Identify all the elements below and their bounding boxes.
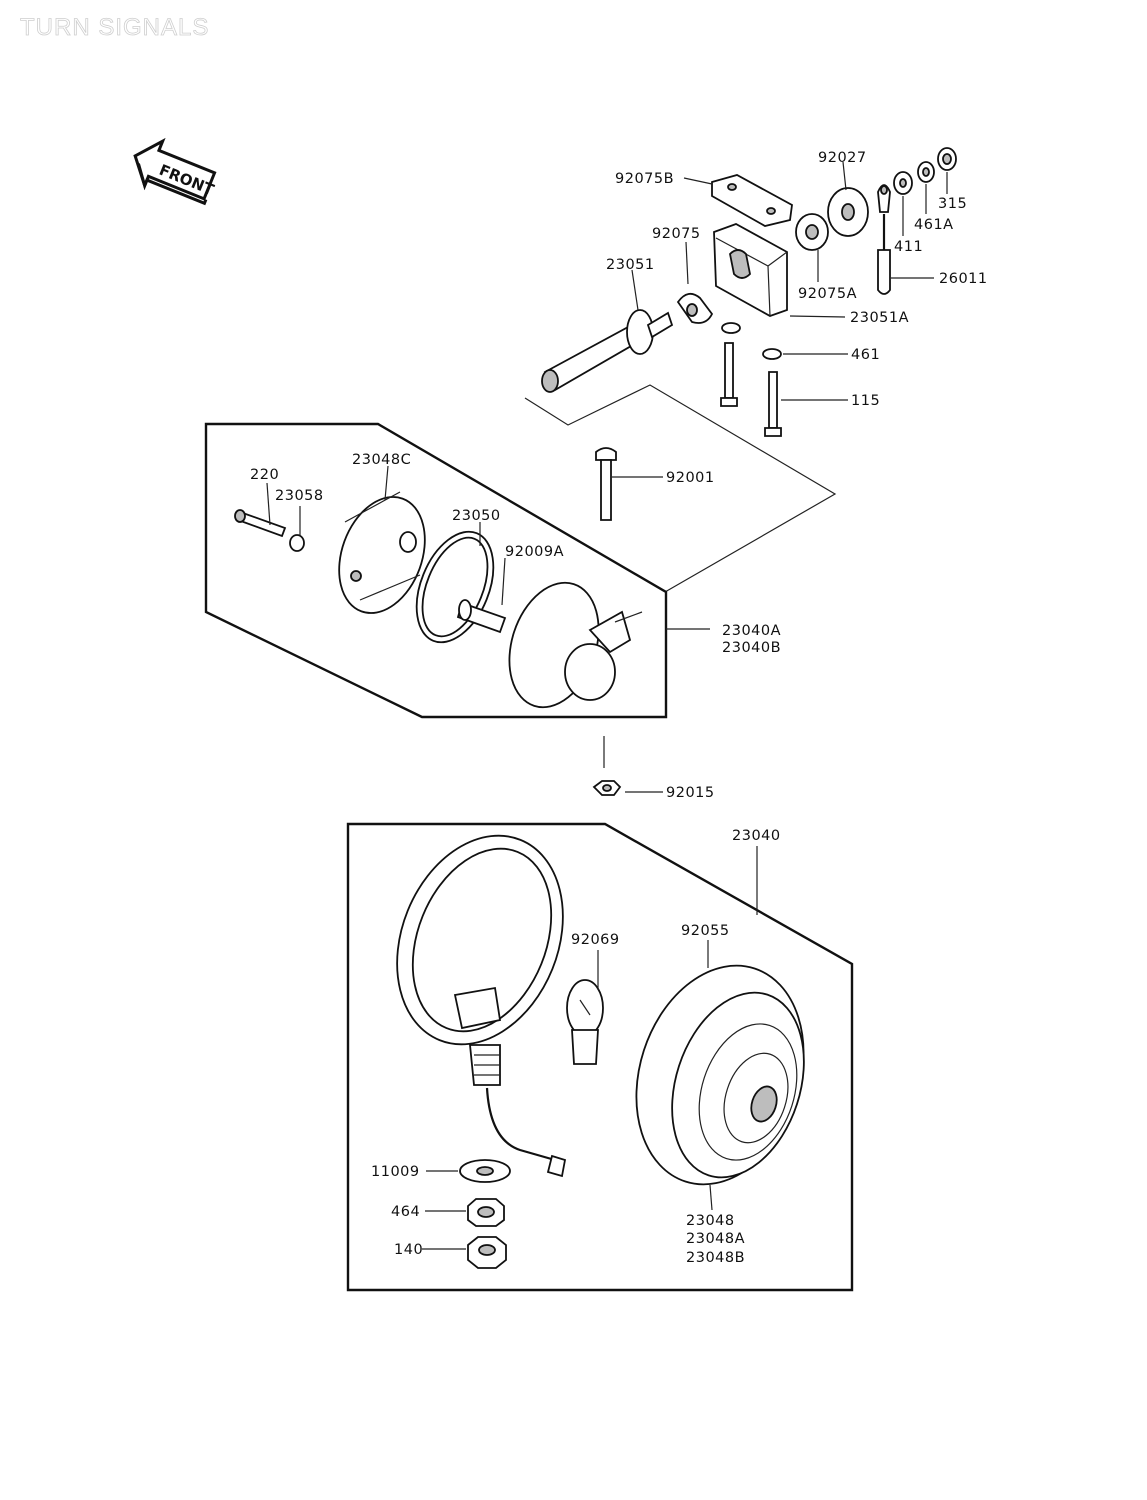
label-315: 315 bbox=[938, 196, 967, 212]
label-464: 464 bbox=[391, 1204, 420, 1220]
label-140: 140 bbox=[394, 1242, 423, 1258]
terminal-411 bbox=[877, 184, 891, 295]
mount-block-23051A bbox=[713, 223, 788, 317]
washer-461A-b bbox=[917, 161, 935, 183]
nut-140 bbox=[467, 1236, 507, 1269]
label-92075A: 92075A bbox=[798, 286, 857, 302]
nut-92075A bbox=[795, 213, 829, 251]
washer-92027 bbox=[827, 187, 869, 237]
lamp-body-23040 bbox=[396, 834, 567, 1178]
label-23048C: 23048C bbox=[352, 452, 411, 468]
nut-92015 bbox=[592, 780, 622, 796]
housing-group-frame bbox=[204, 422, 668, 719]
label-115: 115 bbox=[851, 393, 880, 409]
label-23050: 23050 bbox=[452, 508, 501, 524]
label-92075: 92075 bbox=[652, 226, 701, 242]
label-92075B: 92075B bbox=[615, 171, 674, 187]
bracket-plate-92075B bbox=[711, 174, 793, 227]
leader-lines bbox=[266, 161, 948, 1250]
washer-461A bbox=[893, 171, 913, 195]
lock-washer-464 bbox=[467, 1198, 505, 1227]
nut-315 bbox=[937, 147, 957, 171]
nut-23058 bbox=[289, 534, 305, 552]
bulb-92069 bbox=[566, 979, 604, 1065]
bolt-115 bbox=[720, 342, 782, 437]
lock-plate-92075 bbox=[676, 292, 714, 324]
label-23058: 23058 bbox=[275, 488, 324, 504]
label-461: 461 bbox=[851, 347, 880, 363]
front-arrow-icon: FRONT bbox=[133, 137, 217, 206]
label-23040A: 23040A bbox=[722, 623, 781, 639]
page-title: TURN SIGNALS bbox=[20, 14, 210, 42]
label-23040: 23040 bbox=[732, 828, 781, 844]
label-92015: 92015 bbox=[666, 785, 715, 801]
housing-23040A bbox=[508, 581, 643, 709]
washer-11009 bbox=[459, 1159, 511, 1183]
screw-220 bbox=[234, 509, 287, 538]
part-labels: 92075B 92027 315 461A 411 92075 23051 26… bbox=[250, 150, 988, 1266]
label-23051A: 23051A bbox=[850, 310, 909, 326]
label-23048B: 23048B bbox=[686, 1250, 745, 1266]
label-23040B: 23040B bbox=[722, 640, 781, 656]
label-23048A: 23048A bbox=[686, 1231, 745, 1247]
washer-461 bbox=[721, 322, 782, 360]
label-92027: 92027 bbox=[818, 150, 867, 166]
stem-23051 bbox=[541, 309, 674, 393]
label-461A: 461A bbox=[914, 217, 954, 233]
label-92055: 92055 bbox=[681, 923, 730, 939]
lens-23048 bbox=[635, 964, 805, 1186]
label-23048: 23048 bbox=[686, 1213, 735, 1229]
lamp-group-frame bbox=[346, 822, 854, 1292]
label-92009A: 92009A bbox=[505, 544, 564, 560]
label-411: 411 bbox=[894, 239, 923, 255]
label-92001: 92001 bbox=[666, 470, 715, 486]
label-92069: 92069 bbox=[571, 932, 620, 948]
label-220: 220 bbox=[250, 467, 279, 483]
bolt-92001 bbox=[595, 447, 617, 521]
label-23051: 23051 bbox=[606, 257, 655, 273]
socket-92009A bbox=[456, 599, 507, 634]
cover-23048C bbox=[338, 491, 426, 614]
label-11009: 11009 bbox=[371, 1164, 420, 1180]
label-26011: 26011 bbox=[939, 271, 988, 287]
